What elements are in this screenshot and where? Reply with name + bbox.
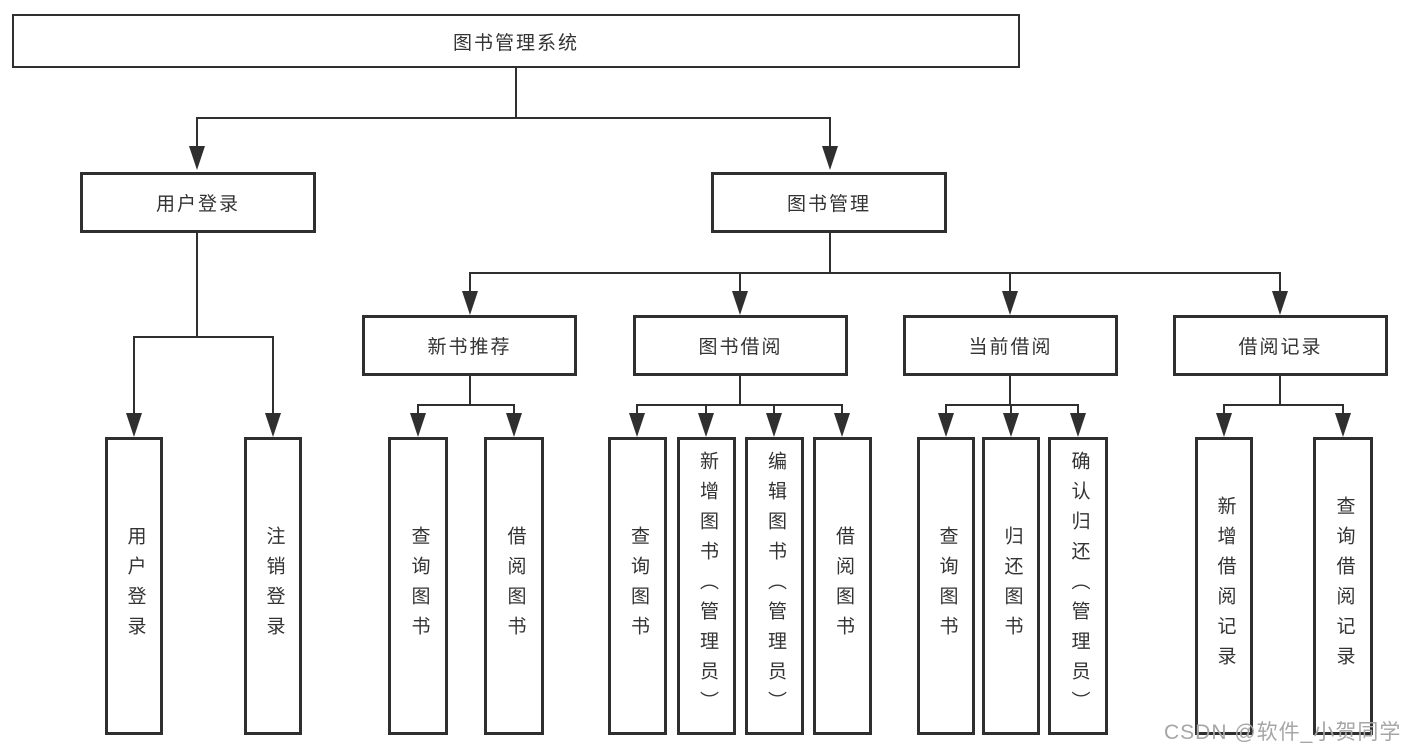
connector-line — [515, 68, 517, 118]
arrowhead-down-icon — [1003, 413, 1019, 437]
connector-line — [841, 404, 843, 416]
node-borrow-records: 借阅记录 — [1173, 315, 1388, 376]
connector-line — [469, 272, 471, 293]
arrowhead-down-icon — [1070, 413, 1086, 437]
leaf-recommend-query-books-label: 查询图书 — [408, 526, 430, 646]
node-current-borrowing-label: 当前借阅 — [968, 337, 1053, 358]
node-book-management: 图书管理 — [711, 172, 947, 233]
leaf-borrowing-query-books-label: 查询图书 — [627, 526, 649, 646]
connector-line — [636, 404, 638, 416]
arrowhead-down-icon — [126, 413, 142, 437]
connector-line — [739, 272, 741, 293]
connector-line — [133, 336, 135, 415]
connector-line — [1279, 376, 1281, 406]
connector-line — [1279, 272, 1281, 293]
connector-line — [1342, 404, 1344, 416]
arrowhead-down-icon — [506, 413, 522, 437]
connector-line — [417, 404, 515, 406]
arrowhead-down-icon — [938, 413, 954, 437]
leaf-user-login-label: 用户登录 — [124, 526, 146, 646]
node-new-book-recommend-label: 新书推荐 — [427, 337, 512, 358]
leaf-records-add-record-label: 新增借阅记录 — [1214, 496, 1236, 676]
connector-line — [469, 272, 1281, 274]
connector-line — [945, 404, 947, 416]
connector-line — [417, 404, 419, 416]
leaf-current-return-books-label: 归还图书 — [1001, 526, 1023, 646]
connector-line — [829, 233, 831, 274]
leaf-borrowing-borrow-books: 借阅图书 — [813, 437, 872, 735]
leaf-logout: 注销登录 — [244, 437, 302, 735]
node-system-root-label: 图书管理系统 — [452, 32, 579, 54]
leaf-current-query-books: 查询图书 — [917, 437, 975, 735]
arrowhead-down-icon — [698, 413, 714, 437]
connector-line — [196, 117, 198, 148]
connector-line — [636, 404, 843, 406]
connector-line — [1223, 404, 1344, 406]
node-borrow-records-label: 借阅记录 — [1238, 337, 1323, 358]
arrowhead-down-icon — [766, 413, 782, 437]
connector-line — [705, 404, 707, 416]
connector-line — [1223, 404, 1225, 416]
connector-line — [196, 233, 198, 338]
connector-line — [739, 376, 741, 406]
connector-line — [1077, 404, 1079, 416]
leaf-current-query-books-label: 查询图书 — [936, 526, 958, 646]
leaf-borrowing-edit-books-admin: 编辑图书（管理员） — [745, 437, 804, 735]
connector-line — [1009, 376, 1011, 406]
node-system-root: 图书管理系统 — [12, 14, 1020, 68]
node-current-borrowing: 当前借阅 — [903, 315, 1118, 376]
leaf-borrowing-add-books-admin: 新增图书（管理员） — [677, 437, 736, 735]
leaf-recommend-borrow-books-label: 借阅图书 — [504, 526, 526, 646]
leaf-user-login: 用户登录 — [105, 437, 163, 735]
arrowhead-down-icon — [732, 291, 748, 315]
arrowhead-down-icon — [822, 146, 838, 170]
arrowhead-down-icon — [1002, 291, 1018, 315]
node-user-login-label: 用户登录 — [155, 194, 240, 215]
connector-line — [133, 336, 274, 338]
connector-line — [272, 336, 274, 415]
leaf-records-query-record-label: 查询借阅记录 — [1333, 496, 1355, 676]
arrowhead-down-icon — [462, 291, 478, 315]
node-user-login: 用户登录 — [80, 172, 316, 233]
arrowhead-down-icon — [629, 413, 645, 437]
arrowhead-down-icon — [265, 413, 281, 437]
leaf-recommend-borrow-books: 借阅图书 — [484, 437, 544, 735]
node-book-management-label: 图书管理 — [786, 194, 871, 215]
arrowhead-down-icon — [189, 146, 205, 170]
leaf-logout-label: 注销登录 — [263, 526, 285, 646]
leaf-borrowing-query-books: 查询图书 — [608, 437, 667, 735]
connector-line — [513, 404, 515, 416]
connector-line — [196, 117, 831, 119]
connector-line — [1010, 404, 1012, 416]
arrowhead-down-icon — [1335, 413, 1351, 437]
node-new-book-recommend: 新书推荐 — [362, 315, 577, 376]
leaf-borrowing-borrow-books-label: 借阅图书 — [832, 526, 854, 646]
connector-line — [469, 376, 471, 406]
arrowhead-down-icon — [410, 413, 426, 437]
leaf-borrowing-add-books-admin-label: 新增图书（管理员） — [696, 451, 718, 721]
leaf-records-query-record: 查询借阅记录 — [1313, 437, 1373, 735]
leaf-current-confirm-return-admin: 确认归还（管理员） — [1048, 437, 1108, 735]
leaf-current-return-books: 归还图书 — [982, 437, 1040, 735]
leaf-recommend-query-books: 查询图书 — [388, 437, 448, 735]
connector-line — [1009, 272, 1011, 293]
leaf-borrowing-edit-books-admin-label: 编辑图书（管理员） — [764, 451, 786, 721]
csdn-watermark: CSDN @软件_小贺同学 — [1164, 721, 1402, 744]
connector-line — [829, 117, 831, 148]
connector-line — [773, 404, 775, 416]
node-book-borrowing: 图书借阅 — [633, 315, 848, 376]
arrowhead-down-icon — [834, 413, 850, 437]
leaf-current-confirm-return-admin-label: 确认归还（管理员） — [1068, 451, 1090, 721]
arrowhead-down-icon — [1272, 291, 1288, 315]
arrowhead-down-icon — [1216, 413, 1232, 437]
node-book-borrowing-label: 图书借阅 — [698, 337, 783, 358]
leaf-records-add-record: 新增借阅记录 — [1195, 437, 1253, 735]
